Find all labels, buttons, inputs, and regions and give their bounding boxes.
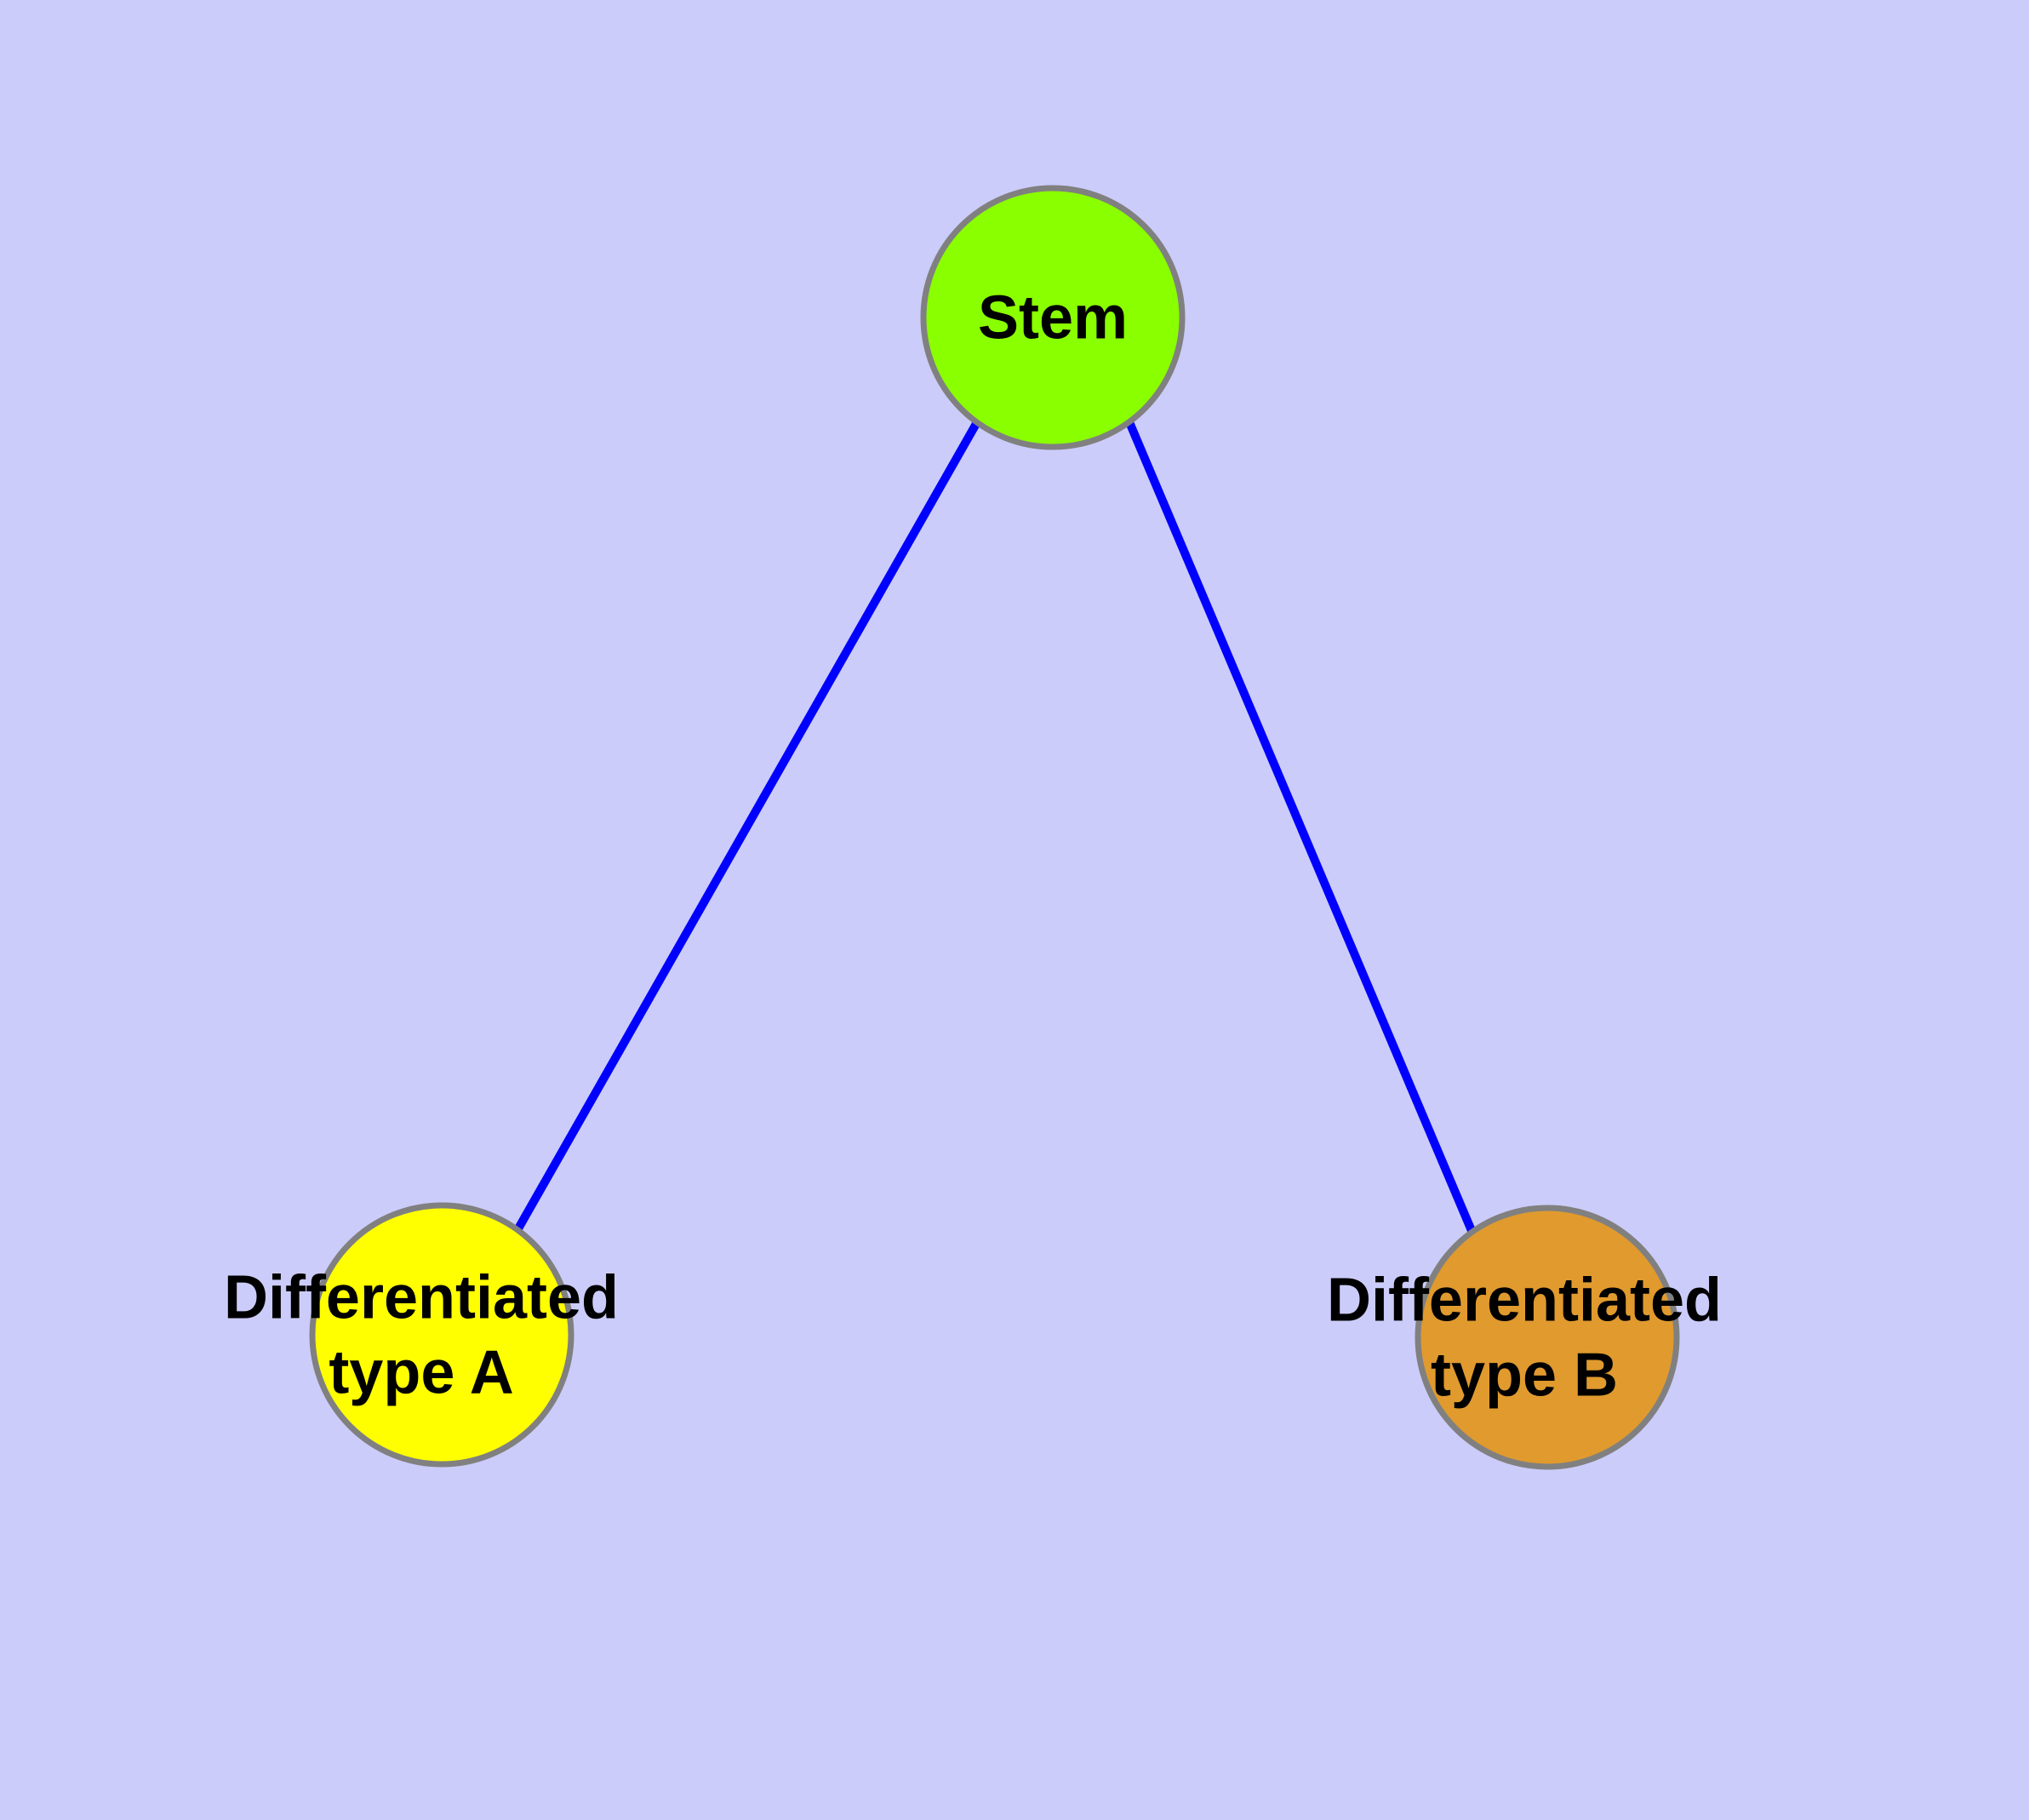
node-label-line: type A [329, 1338, 513, 1406]
edge-stem-diff-b[interactable] [1125, 421, 1477, 1234]
node-stem[interactable] [920, 185, 1186, 450]
node-label-line: Differentiated [224, 1264, 619, 1332]
node-label-line: type B [1431, 1341, 1618, 1409]
node-diff_b[interactable] [1415, 1205, 1680, 1470]
edges-layer [513, 420, 1477, 1234]
nodes-layer [309, 185, 1680, 1470]
node-label-line: Differentiated [1327, 1267, 1722, 1335]
edge-stem-diff-a[interactable] [513, 420, 981, 1233]
node-label-line: Stem [978, 283, 1128, 352]
node-diff_a[interactable] [309, 1202, 574, 1468]
node-label-stem: Stem [978, 283, 1128, 352]
